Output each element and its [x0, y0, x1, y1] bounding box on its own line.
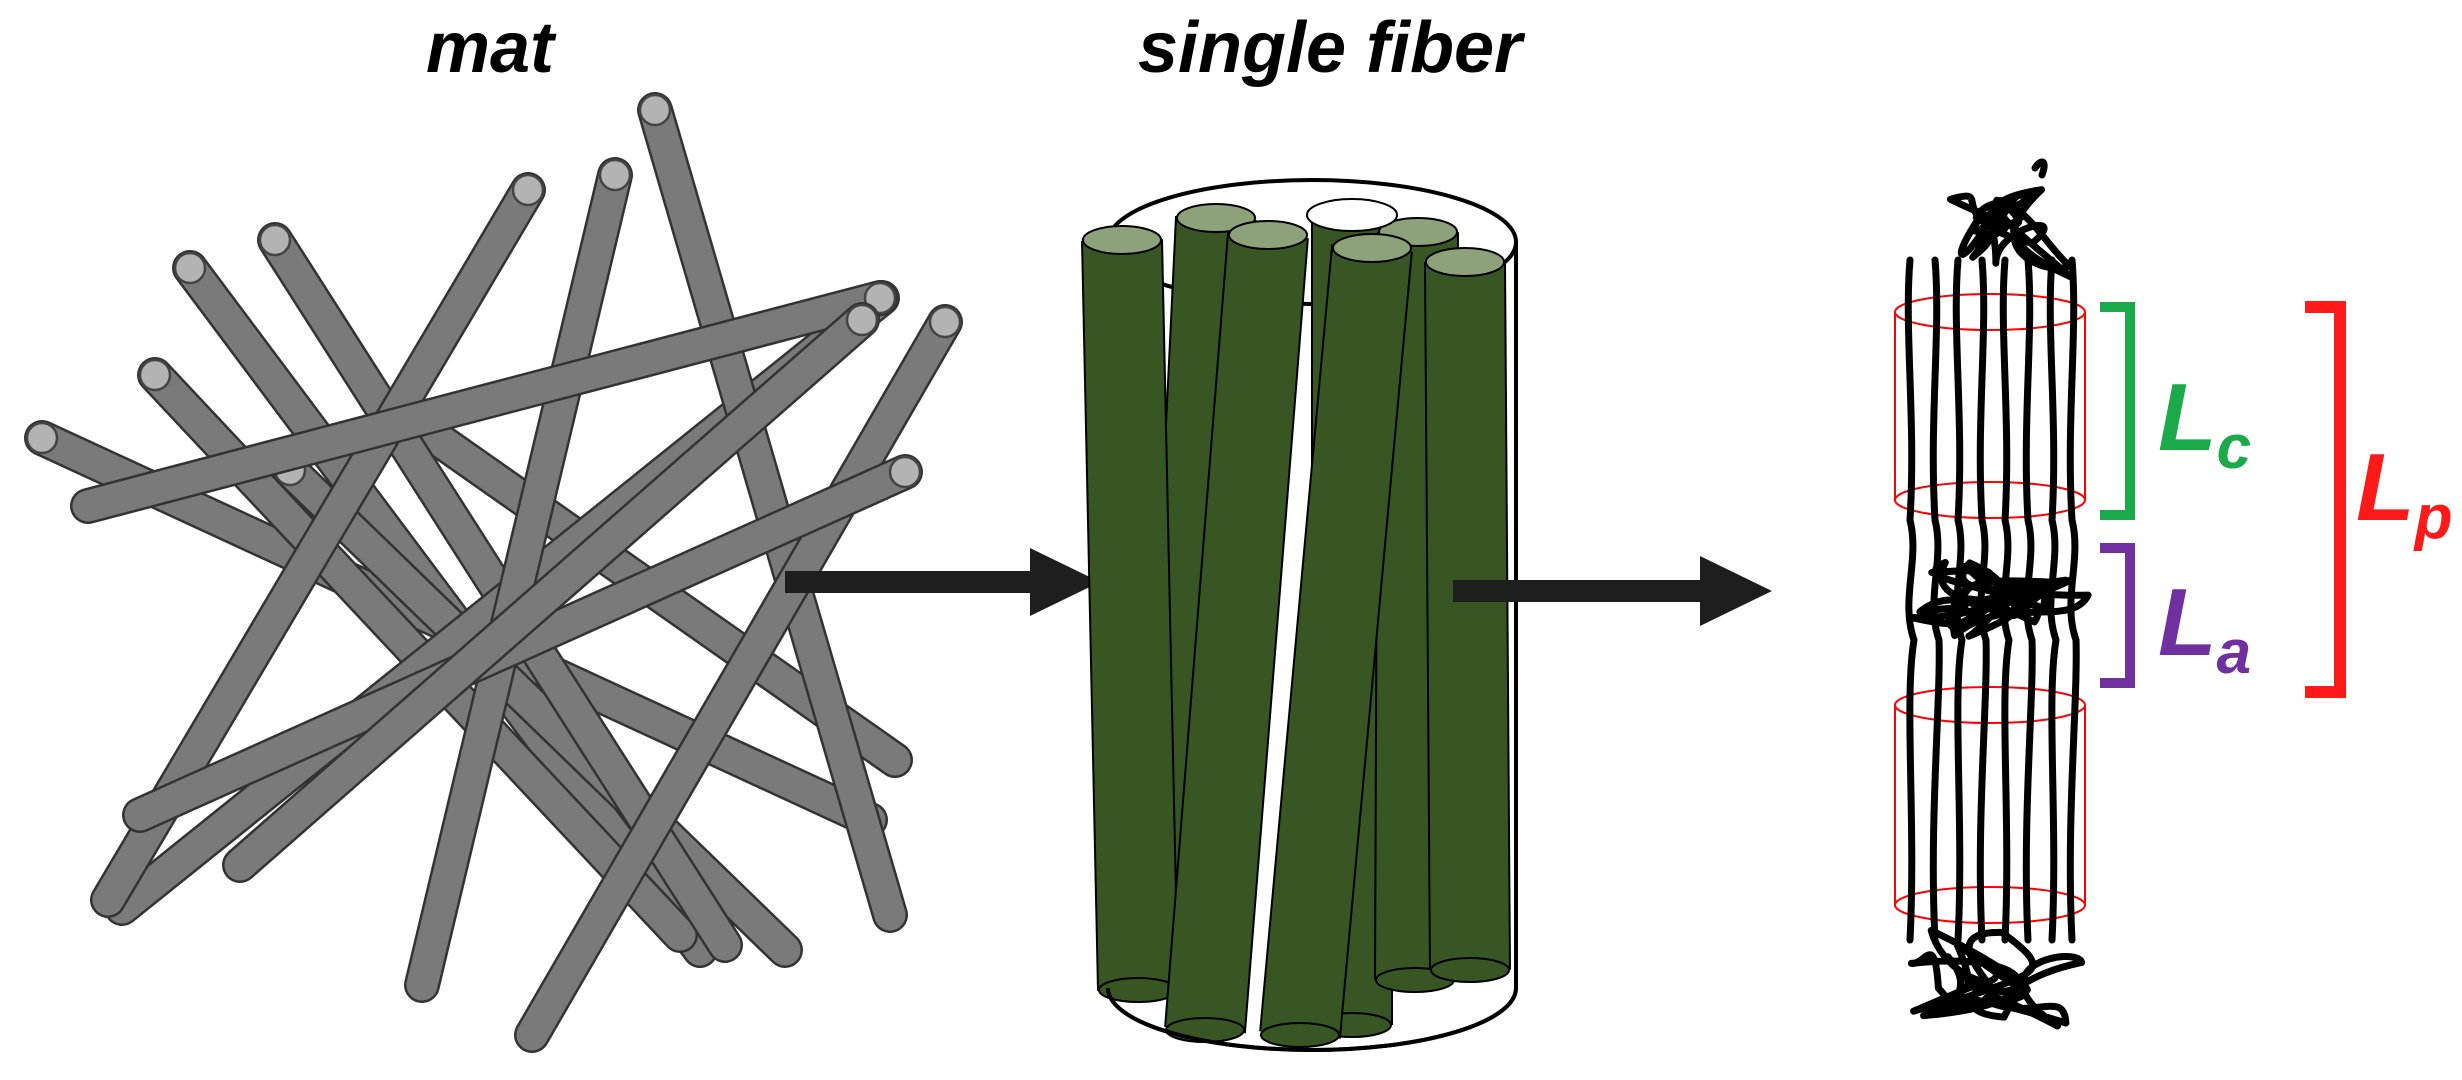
lp-bracket — [2305, 301, 2346, 698]
fiber-mat — [24, 92, 963, 1053]
empty-fibril-end — [1306, 198, 1398, 232]
arrow-fiber-to-chains — [1453, 556, 1772, 626]
chain-end — [2031, 158, 2048, 179]
mat-rod — [404, 157, 633, 1003]
amorphous-tangle-middle — [1907, 559, 2092, 640]
fibril — [1424, 247, 1511, 983]
mat-rod — [514, 304, 963, 1053]
mat-title: mat — [426, 8, 557, 88]
crystalline-region-upper — [1894, 293, 2086, 519]
polymer-chain — [2046, 256, 2060, 944]
la-label: La — [2158, 569, 2251, 687]
mat-rod — [122, 454, 923, 833]
polymer-chain-microfibril — [1894, 158, 2092, 1030]
polymer-chain — [2066, 256, 2080, 944]
single-fiber-bundle — [1081, 178, 1518, 1052]
polymer-chain — [1929, 256, 1943, 944]
polymer-chain — [1904, 256, 1918, 944]
fibril — [1259, 233, 1413, 1048]
lp-label: Lp — [2356, 434, 2453, 552]
crystalline-region-lower — [1894, 686, 2086, 924]
arrow-mat-to-fiber — [785, 548, 1100, 616]
amorphous-tangle-top — [1946, 186, 2075, 281]
fibril — [1081, 225, 1179, 1003]
lc-bracket — [2100, 302, 2135, 520]
lc-label: Lc — [2158, 364, 2251, 482]
la-bracket — [2100, 543, 2135, 688]
single-fiber-title: single fiber — [1138, 8, 1526, 88]
mat-rod — [222, 302, 880, 883]
amorphous-tangle-bottom — [1907, 927, 2086, 1030]
